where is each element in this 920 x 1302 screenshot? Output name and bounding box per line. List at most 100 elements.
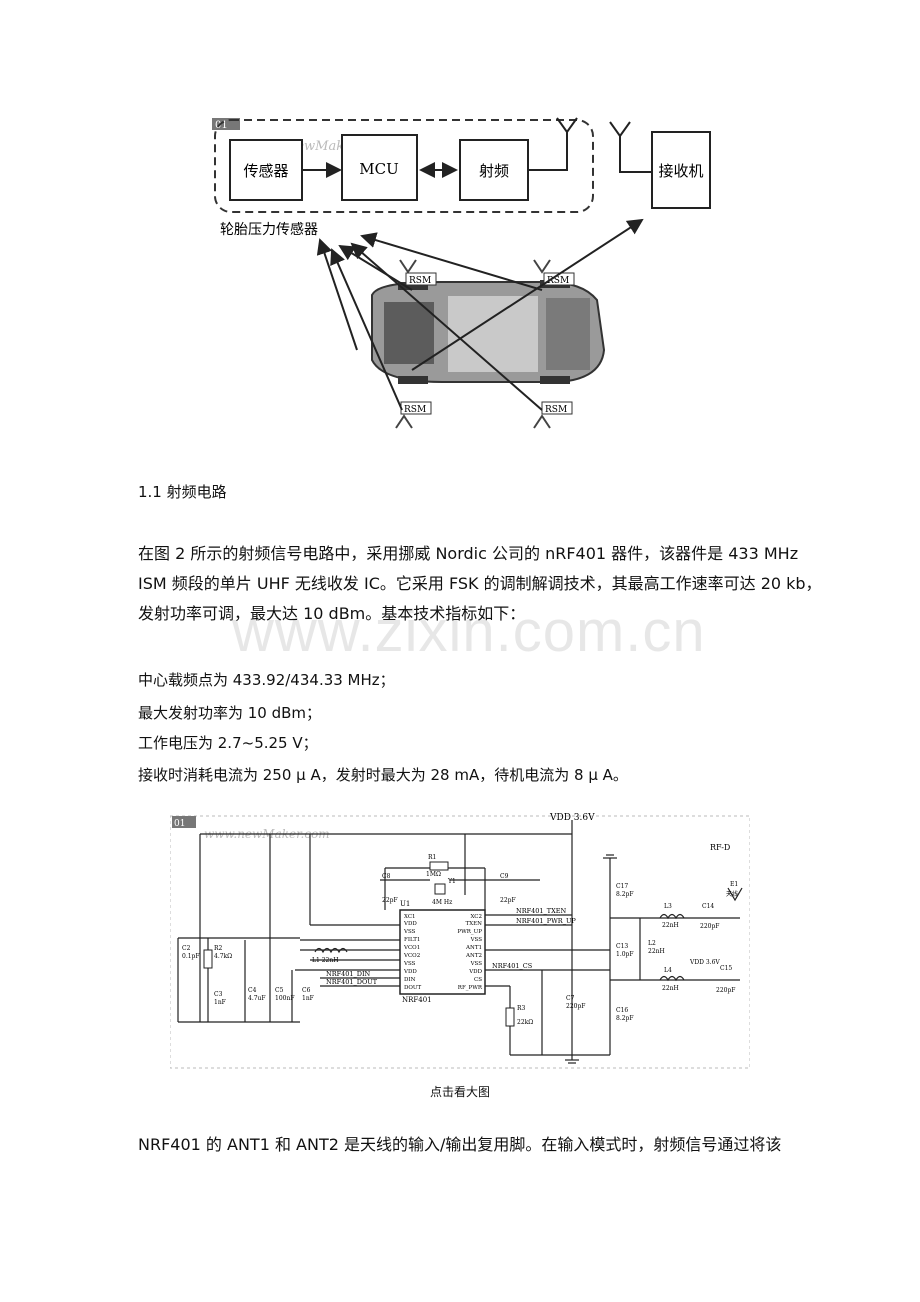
l3-value: 22nH [662, 922, 679, 929]
c13-label: C13 [616, 943, 628, 950]
section-heading: 1.1 射频电路 [138, 483, 227, 501]
chip-ref: U1 [400, 900, 410, 908]
rf-antenna-icon [556, 117, 578, 134]
mcu-block-label: MCU [359, 160, 398, 178]
svg-text:DOUT: DOUT [404, 985, 422, 991]
svg-text:ANT2: ANT2 [465, 953, 482, 959]
c7-label: C7 [566, 995, 575, 1002]
rsm-label-1: RSM [409, 276, 431, 286]
l4-inductor [659, 975, 685, 982]
c14-label: C14 [702, 903, 714, 910]
svg-text:VCO2: VCO2 [403, 953, 420, 959]
rsm-box-1 [405, 272, 437, 286]
c7-value: 220pF [566, 1003, 585, 1010]
svg-text:NRF401_DOUT: NRF401_DOUT [326, 978, 378, 986]
svg-text:CS: CS [474, 977, 482, 983]
c4-label: C4 [248, 987, 257, 994]
c3-value: 1nF [214, 999, 226, 1006]
r3-value: 22kΩ [517, 1019, 533, 1026]
vdd-top-label: VDD 3.6V [549, 813, 595, 823]
c17-value: 8.2pF [616, 891, 634, 898]
l2-value: 22nH [648, 948, 665, 955]
r3-label: R3 [517, 1005, 526, 1012]
r2-resistor [203, 949, 213, 969]
svg-text:VSS: VSS [470, 961, 483, 967]
svg-text:XC2: XC2 [470, 914, 482, 920]
schematic-frame [170, 815, 750, 1069]
svg-text:TXEN: TXEN [466, 921, 483, 927]
c15-value: 220pF [716, 987, 735, 994]
l4-value: 22nH [662, 985, 679, 992]
c2-value: 0.1pF [182, 953, 200, 960]
y1-crystal [434, 883, 446, 895]
paragraph-line-2: ISM 频段的单片 UHF 无线收发 IC。它采用 FSK 的调制解调技术，其最… [138, 574, 822, 593]
rf-block [459, 139, 529, 201]
svg-text:VDD: VDD [468, 969, 482, 975]
c8-value: 22pF [382, 897, 398, 904]
c6-label: C6 [302, 987, 311, 994]
ground-symbols [565, 854, 617, 1064]
schematic-badge: 01 [174, 819, 185, 829]
receiver-block [651, 131, 711, 209]
c8-label: C8 [382, 873, 391, 880]
c15-label: C15 [720, 965, 732, 972]
chip-pin-labels-right: XC2 TXEN PWR_UP VSS ANT1 ANT2 VSS VDD CS… [457, 914, 482, 991]
rf-tag: RF-D [710, 843, 730, 852]
l3-inductor [659, 913, 685, 920]
sensor-block [229, 139, 303, 201]
antenna-label: 天线 [726, 890, 738, 898]
sensor-group-label: 轮胎压力传感器 [220, 221, 318, 238]
c9-value: 22pF [500, 897, 516, 904]
svg-text:VDD: VDD [403, 969, 417, 975]
figure-caption-link[interactable]: 点击看大图 [429, 1085, 490, 1099]
c13-value: 1.0pF [616, 951, 634, 958]
receiver-antenna-feed [619, 136, 652, 173]
rf-antenna-feed [528, 132, 568, 171]
svg-text:VSS: VSS [403, 929, 416, 935]
paragraph-line-1: 在图 2 所示的射频信号电路中，采用挪威 Nordic 公司的 nRF401 器… [138, 544, 799, 563]
paragraph-bottom-line: NRF401 的 ANT1 和 ANT2 是天线的输入/输出复用脚。在输入模式时… [138, 1135, 782, 1154]
c3-label: C3 [214, 991, 223, 998]
rsm-antenna-1 [399, 259, 417, 274]
r2-label: R2 [214, 945, 223, 952]
c14-value: 220pF [700, 923, 719, 930]
tpms-system-figure: 01 www.newMaker.com 传感器 MCU 射频 接收机 轮胎压力传… [212, 117, 711, 429]
spec-current: 接收时消耗电流为 250 μ A，发射时最大为 28 mA，待机电流为 8 μ … [138, 766, 628, 784]
net-labels: NRF401_TXEN NRF401_PWR_UP NRF401_CS NRF4… [326, 907, 576, 986]
svg-text:VSS: VSS [470, 937, 483, 943]
nrf401-chip [399, 909, 486, 995]
l4-label: L4 [664, 967, 672, 974]
figure-badge: 01 [215, 120, 228, 131]
car-illustration [371, 280, 606, 384]
l2-label: L2 [648, 940, 656, 947]
svg-text:XC1: XC1 [404, 914, 416, 920]
rsm-antenna-2 [533, 259, 551, 274]
vdd-mid-label: VDD 3.6V [689, 959, 720, 966]
r2-value: 4.7kΩ [214, 953, 232, 960]
r1-value: 1MΩ [426, 871, 441, 878]
svg-text:RF_PWR: RF_PWR [458, 985, 483, 991]
rsm-label-4: RSM [545, 405, 567, 415]
rf-block-label: 射频 [479, 162, 509, 180]
svg-text:VDD: VDD [403, 921, 417, 927]
chip-pin-labels-left: XC1 VDD VSS FILT1 VCO1 VCO2 VSS VDD DIN … [403, 914, 422, 991]
svg-text:NRF401_CS: NRF401_CS [492, 962, 532, 970]
c2-label: C2 [182, 945, 191, 952]
schematic-badge-bg [172, 816, 196, 828]
rsm-label-3: RSM [404, 405, 426, 415]
c17-label: C17 [616, 883, 628, 890]
l3-label: L3 [664, 903, 672, 910]
svg-text:NRF401_DIN: NRF401_DIN [326, 970, 371, 978]
rsm-antenna-3 [395, 414, 413, 429]
rsm-antenna-4 [533, 414, 551, 429]
c6-value: 1nF [302, 995, 314, 1002]
sensor-group-outline [214, 119, 594, 213]
sensor-block-label: 传感器 [243, 162, 288, 180]
r1-resistor [429, 861, 449, 871]
l1-inductor [314, 947, 348, 954]
spec-voltage: 工作电压为 2.7~5.25 V； [138, 734, 318, 752]
antenna-ref: E1 [730, 881, 738, 888]
c9-label: C9 [500, 873, 509, 880]
y1-value: 4M Hz [432, 899, 452, 906]
r3-resistor [505, 1007, 515, 1027]
